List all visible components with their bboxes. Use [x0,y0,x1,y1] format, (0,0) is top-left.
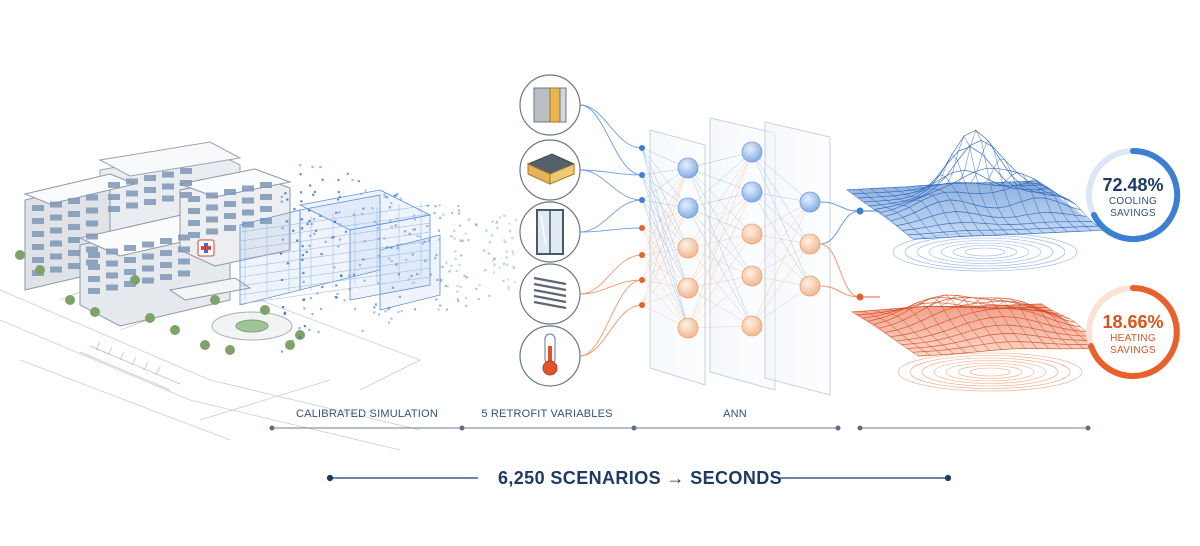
thermostat-icon [519,325,581,387]
hospital-cross-icon [197,239,215,257]
roof-insulation-icon [519,139,581,201]
wireframe-grid [239,201,431,305]
cooling-surface [846,129,1104,240]
parking-lot [79,341,181,391]
stage-timeline-dots [269,425,1091,431]
cooling-savings-ring [1086,147,1181,242]
heating-savings-line2: SAVINGS [1110,345,1156,356]
window-glazing-icon [519,201,581,263]
heating-savings-ring [1086,285,1180,379]
stage-label-retrofit-variables: 5 RETROFIT VARIABLES [481,408,613,420]
hospital-building [23,141,292,327]
stage-label-ann: ANN [723,408,747,420]
headline: 6,250 SCENARIOS → SECONDS [497,468,783,488]
shading-louver-icon [519,263,581,325]
heating-savings-line1: HEATING [1110,333,1156,344]
trees [15,250,305,355]
cooling-contours [892,232,1078,272]
headline-rule [326,474,952,482]
output-links [819,201,880,301]
stage-label-calibrated-simulation: CALIBRATED SIMULATION [296,408,438,420]
building-windows [32,168,272,294]
data-particles [280,164,517,353]
ann-nodes [677,141,821,339]
ann-input-dots [639,145,645,308]
heating-surface [851,294,1109,357]
cooling-savings-value: 72.48% [1102,175,1164,195]
cooling-savings-line1: COOLING [1108,196,1158,207]
heating-contours [897,352,1083,392]
variable-connectors [579,104,643,357]
cooling-savings-label: 72.48% COOLING SAVINGS [1093,174,1173,220]
wall-insulation-icon [519,74,581,136]
heating-savings-label: 18.66% HEATING SAVINGS [1093,311,1173,357]
cooling-savings-line2: SAVINGS [1110,208,1156,219]
ann-panels [649,117,831,396]
heating-savings-value: 18.66% [1102,312,1164,332]
